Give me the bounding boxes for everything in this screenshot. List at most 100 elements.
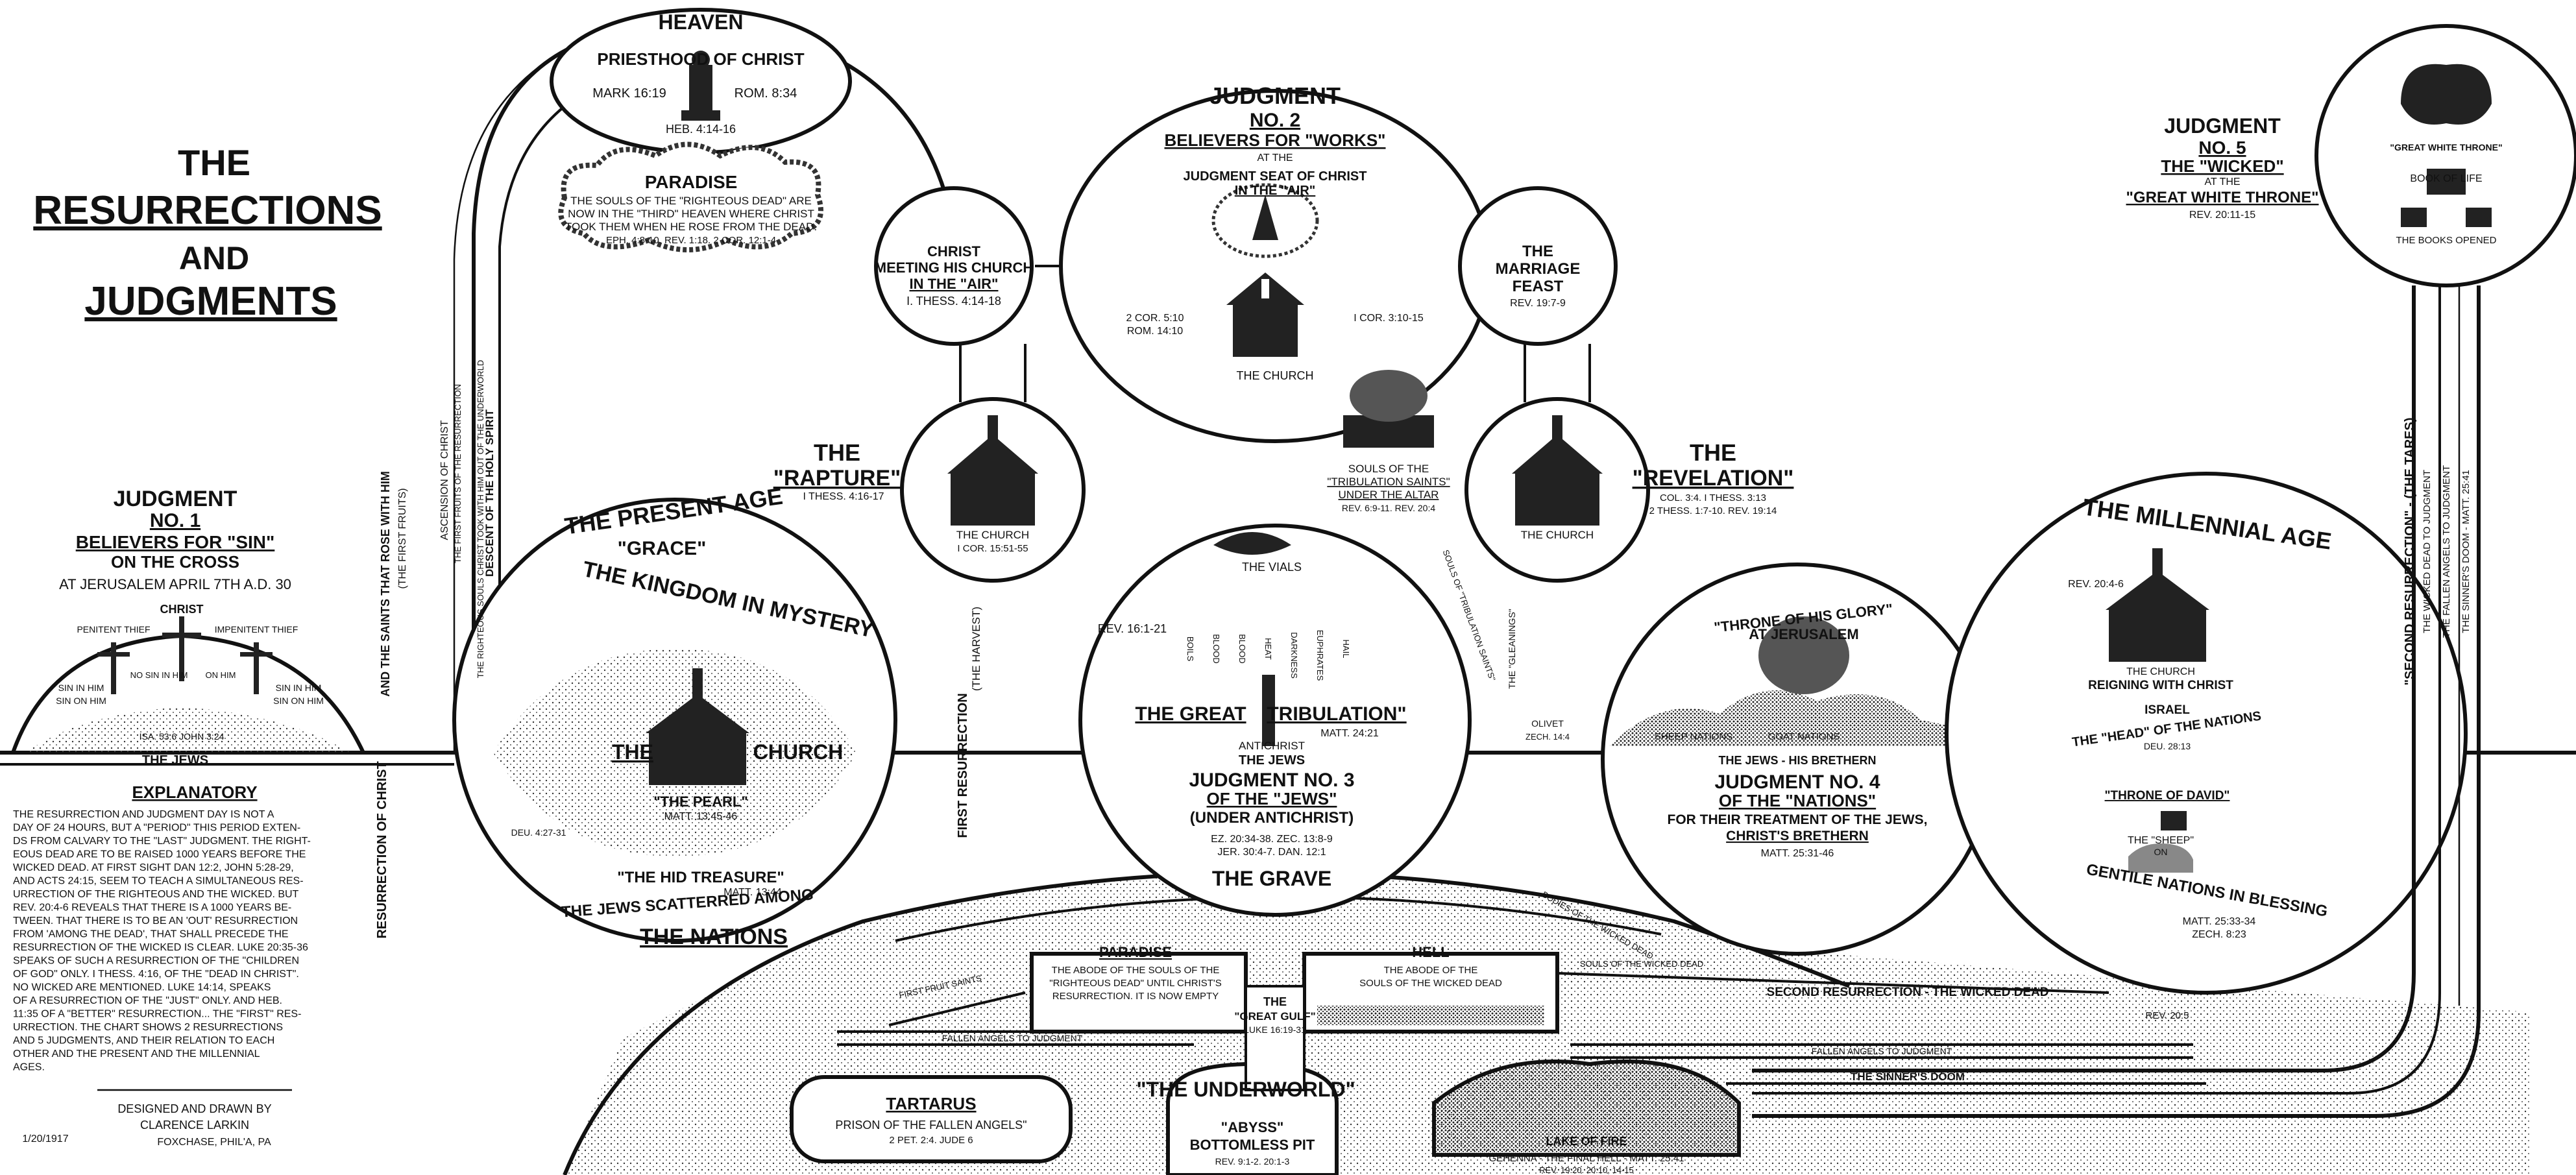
- sheep-l1: THE "SHEEP": [2128, 835, 2194, 846]
- explanatory-line: FROM 'AMONG THE DEAD', THAT SHALL PRECED…: [13, 929, 289, 940]
- gulf-ref: LUKE 16:19-31: [1244, 1024, 1306, 1035]
- abyss-l1: "ABYSS": [1221, 1119, 1284, 1135]
- second-res-tares: "SECOND RESURRECTION" - (THE TARES): [2403, 417, 2417, 685]
- judgment5-l5: "GREAT WHITE THRONE": [2126, 189, 2319, 206]
- title-line1: THE: [178, 142, 250, 183]
- impenitent-sin-in: SIN IN HIM: [276, 683, 322, 693]
- penitent-thief: PENITENT THIEF: [77, 624, 150, 635]
- harvest: (THE HARVEST): [970, 607, 982, 691]
- revelation-l2: "REVELATION": [1633, 466, 1794, 491]
- author: CLARENCE LARKIN: [140, 1119, 249, 1132]
- paradise-line3: TOOK THEM WHEN HE ROSE FROM THE DEAD.: [565, 221, 817, 233]
- altar-ref: REV. 6:9-11. REV. 20:4: [1342, 503, 1435, 513]
- pearl-ref: MATT. 13:45-46: [664, 811, 738, 822]
- throne-label: "GREAT WHITE THRONE": [2390, 142, 2502, 152]
- vials-label: THE VIALS: [1242, 561, 1302, 574]
- judgment2-l3: BELIEVERS FOR "WORKS": [1164, 130, 1385, 150]
- marriage-ref: REV. 19:7-9: [1510, 298, 1566, 309]
- rapture-l1: THE: [814, 439, 860, 466]
- hell-l1: THE ABODE OF THE: [1384, 965, 1478, 976]
- judgment2-ref-right: I COR. 3:10-15: [1354, 313, 1424, 324]
- rapture-church: THE CHURCH: [956, 529, 1029, 541]
- souls-wicked: SOULS OF THE WICKED DEAD: [1580, 959, 1703, 969]
- second-res-ref: REV. 20:5: [2146, 1010, 2189, 1021]
- antichrist: ANTICHRIST: [1239, 740, 1305, 752]
- zech: ZECH. 14:4: [1525, 732, 1570, 742]
- explanatory-title: EXPLANATORY: [132, 782, 257, 802]
- judgment5-l3: THE "WICKED": [2161, 156, 2283, 176]
- christ-meeting-l3: IN THE "AIR": [910, 276, 999, 292]
- explanatory-text: THE RESURRECTION AND JUDGMENT DAY IS NOT…: [13, 809, 311, 1073]
- christ-meeting-circle: [874, 186, 1034, 346]
- vial-7: HAIL: [1341, 640, 1351, 659]
- paradise-lower-l3: RESURRECTION. IT IS NOW EMPTY: [1052, 991, 1219, 1002]
- israel-l1: ISRAEL: [2145, 703, 2190, 717]
- sinners-doom: THE SINNER'S DOOM: [1851, 1071, 1965, 1083]
- explanatory-line: URRECTION. THE CHART SHOWS 2 RESURRECTIO…: [13, 1022, 283, 1033]
- paradise-title: PARADISE: [645, 172, 738, 192]
- explanatory-line: AND 5 JUDGMENTS, AND THEIR RELATION TO E…: [13, 1036, 274, 1047]
- glory-jews: THE JEWS - HIS BRETHERN: [1718, 754, 1876, 767]
- pearl-label: "THE PEARL": [653, 793, 748, 810]
- judgment2-ref-left2: ROM. 14:10: [1127, 326, 1183, 337]
- altar: [1343, 370, 1434, 448]
- trib-jews: THE JEWS: [1239, 753, 1305, 768]
- revelation-ref2: 2 THESS. 1:7-10. REV. 19:14: [1649, 505, 1777, 516]
- judgment2-l6: IN THE "AIR": [1235, 184, 1316, 198]
- explanatory-line: AND ACTS 24:15, SEEM TO TEACH A SIMULTAN…: [13, 876, 304, 887]
- judgment1-l2: NO. 1: [150, 510, 200, 531]
- heaven-ref-bottom: HEB. 4:14-16: [666, 123, 736, 136]
- glory-l2: AT JERUSALEM: [1749, 626, 1859, 642]
- judgment4-l1: JUDGMENT NO. 4: [1714, 771, 1880, 793]
- calvary-ref: ISA. 53:6 JOHN 3:24: [140, 731, 225, 742]
- israel-deu: DEU. 28:13: [2144, 741, 2191, 751]
- explanatory-line: WICKED DEAD. AT FIRST SIGHT DAN 12:2, JO…: [13, 862, 294, 873]
- heaven-ref-right: ROM. 8:34: [735, 86, 797, 101]
- heaven-label: HEAVEN: [659, 10, 744, 34]
- judgment5-l2: NO. 5: [2198, 138, 2246, 158]
- altar-l1: SOULS OF THE: [1348, 463, 1429, 475]
- judgment5-l4: AT THE: [2204, 176, 2240, 188]
- altar-l2: "TRIBULATION SAINTS": [1327, 476, 1450, 488]
- explanatory-line: OF GOD" ONLY. I THESS. 4:16, OF THE "DEA…: [13, 969, 299, 980]
- author-place: FOXCHASE, PHIL'A, PA: [157, 1137, 271, 1148]
- vials-row: BOILS BLOOD BLOOD HEAT DARKNESS EUPHRATE…: [1185, 630, 1351, 681]
- rapture-ref: I THESS. 4:16-17: [803, 491, 884, 502]
- tartarus-l2: PRISON OF THE FALLEN ANGELS": [835, 1119, 1027, 1132]
- saints-rose: AND THE SAINTS THAT ROSE WITH HIM: [379, 471, 392, 697]
- first-fruits-paren: (THE FIRST FRUITS): [397, 488, 408, 588]
- vial-2: BLOOD: [1211, 634, 1221, 664]
- fire-ref: REV. 19:20. 20:10, 14-15: [1539, 1165, 1634, 1175]
- marriage-l3: FEAST: [1513, 278, 1564, 295]
- judgment3-l2: OF THE "JEWS": [1207, 789, 1337, 808]
- wicked-dead-judgment: THE WICKED DEAD TO JUDGMENT: [2422, 470, 2433, 633]
- vial-3: BLOOD: [1237, 634, 1247, 664]
- designed-by: DESIGNED AND DRAWN BY: [117, 1102, 271, 1115]
- gulf-l1: THE: [1263, 995, 1287, 1008]
- christ-no-sin: NO SIN IN HIM: [130, 670, 188, 680]
- marriage-l2: MARRIAGE: [1496, 260, 1581, 278]
- resurrection-of-christ: RESURRECTION OF CHRIST: [375, 761, 389, 938]
- judgment1-l1: JUDGMENT: [114, 487, 237, 511]
- present-church: CHURCH: [753, 740, 844, 764]
- grave-title: THE GRAVE: [1212, 867, 1331, 890]
- explanatory-line: THE RESURRECTION AND JUDGMENT DAY IS NOT…: [13, 809, 274, 820]
- hell-l2: SOULS OF THE WICKED DEAD: [1359, 978, 1502, 989]
- paradise-line4: EPH. 4:8-10. REV. 1:18. 2 COR. 12:1-4: [606, 235, 776, 246]
- underworld-label: "THE UNDERWORLD": [1136, 1078, 1355, 1101]
- penitent-sin-on: SIN ON HIM: [56, 696, 106, 706]
- fallen-angels-judgment: THE FALLEN ANGELS TO JUDGMENT: [2441, 465, 2452, 638]
- judgment1-l4: ON THE CROSS: [111, 552, 239, 572]
- title-line2: RESURRECTIONS: [33, 188, 382, 233]
- judgment2-l5: JUDGMENT SEAT OF CHRIST: [1184, 169, 1367, 184]
- trib-title1: THE GREAT: [1135, 703, 1246, 725]
- judgment2-l2: NO. 2: [1250, 110, 1300, 131]
- fire-l1: LAKE OF FIRE: [1546, 1135, 1627, 1148]
- impenitent-sin-on: SIN ON HIM: [273, 696, 324, 706]
- ascension-christ: ASCENSION OF CHRIST: [439, 420, 450, 540]
- book-of-life: BOOK OF LIFE: [2410, 173, 2482, 184]
- judgment1-l3: BELIEVERS FOR "SIN": [76, 532, 275, 552]
- righteous-souls: THE RIGHTEOUS SOULS CHRIST TOOK WITH HIM…: [476, 360, 485, 678]
- descent-holy-spirit: DESCENT OF THE HOLY SPIRIT: [483, 409, 496, 576]
